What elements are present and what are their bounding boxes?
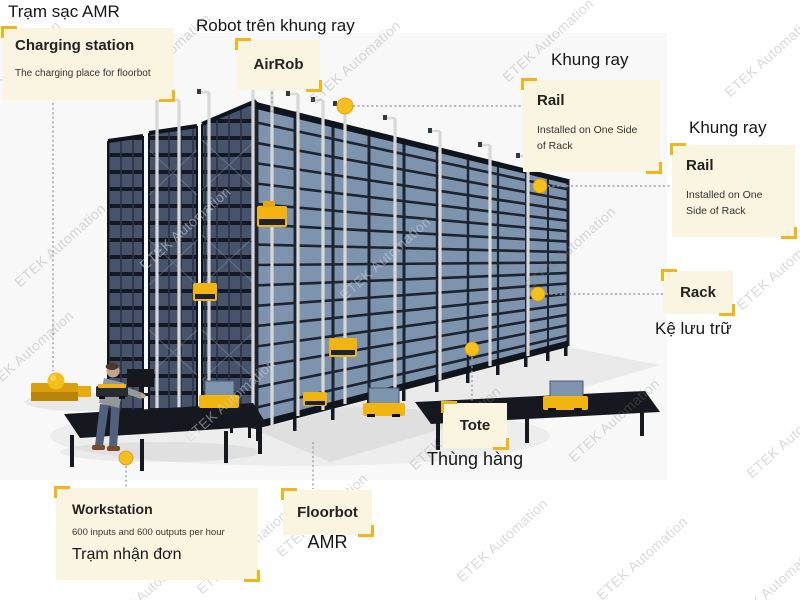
rail-right-vietnamese-title: Khung ray <box>689 118 767 137</box>
airrob-callout: AirRob <box>235 38 322 92</box>
floorbot-robots <box>199 380 588 417</box>
rail-top-description-line1: Installed on One Side <box>537 124 638 136</box>
charging-station-description: The charging place for floorbot <box>15 68 151 79</box>
workstation-label: Workstation <box>72 501 153 517</box>
rail-right-description-line2: Side of Rack <box>686 205 746 217</box>
floorbot-callout: Floorbot <box>281 488 374 537</box>
rail-top-description-line2: of Rack <box>537 140 573 152</box>
workstation-callout: Workstation 600 inputs and 600 outputs p… <box>54 486 260 582</box>
charging-station-label: Charging station <box>15 37 135 54</box>
rail-right-label: Rail <box>686 157 714 174</box>
tote-vietnamese-subtitle: Thùng hàng <box>427 449 524 469</box>
rail-right-callout: Rail Installed on One Side of Rack <box>670 143 797 239</box>
airrob-vietnamese-title: Robot trên khung ray <box>196 16 355 35</box>
rack-label: Rack <box>680 284 716 301</box>
rack-vietnamese-subtitle: Kệ lưu trữ <box>655 319 732 338</box>
rail-top-callout: Rail Installed on One Side of Rack <box>521 78 662 174</box>
floorbot-label: Floorbot <box>297 504 358 521</box>
airrob-robots <box>193 201 357 406</box>
charging-station-unit <box>31 372 128 401</box>
callout-leader-lines <box>52 92 672 489</box>
tote-label: Tote <box>459 417 491 434</box>
workstation-vietnamese-subtitle: Trạm nhận đơn <box>72 546 182 563</box>
rail-right-description-line1: Installed on One <box>686 189 763 201</box>
floorbot-vietnamese-subtitle: AMR <box>307 532 348 552</box>
tote-callout: Tote <box>441 401 509 450</box>
charging-station-vietnamese-title: Trạm sạc AMR <box>8 2 120 21</box>
airrob-label: AirRob <box>253 56 304 73</box>
workstation-description: 600 inputs and 600 outputs per hour <box>72 527 225 538</box>
charging-station-callout: Charging station The charging place for … <box>1 26 175 102</box>
callout-marker-dots <box>118 97 548 466</box>
rail-top-label: Rail <box>537 92 565 109</box>
rail-top-vietnamese-title: Khung ray <box>551 50 629 69</box>
rack-callout: Rack <box>661 269 735 316</box>
